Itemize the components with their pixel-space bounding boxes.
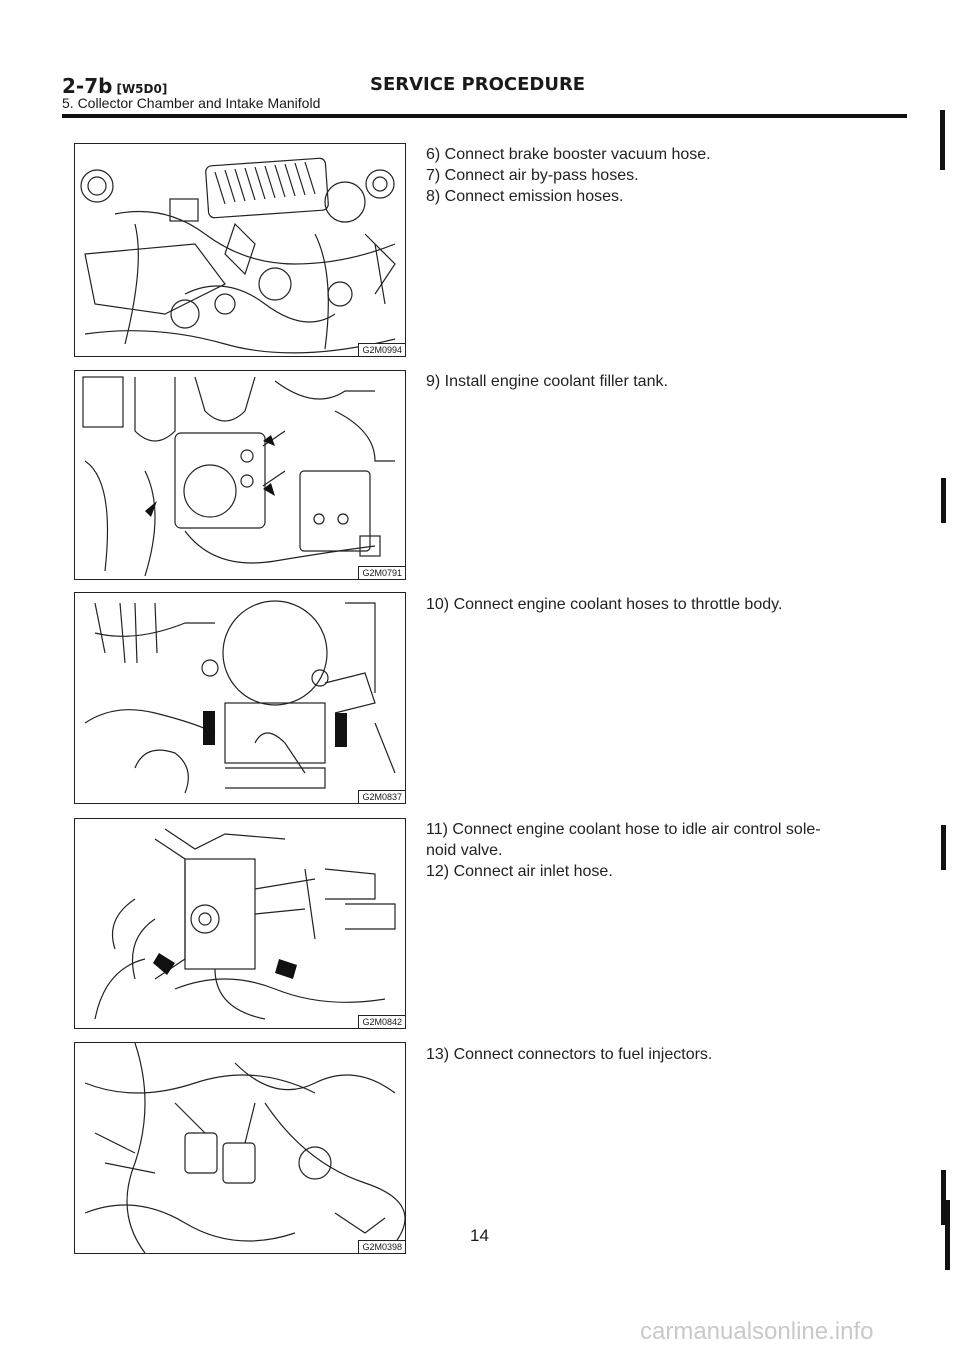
step-7: 7) Connect air by-pass hoses. xyxy=(426,167,639,184)
figure-id: G2M0837 xyxy=(358,790,405,803)
header-rule xyxy=(62,114,907,118)
section-code: [W5D0] xyxy=(116,82,168,96)
scan-edge-mark xyxy=(941,1170,946,1225)
step-11-continued: noid valve. xyxy=(426,842,503,859)
engine-bay-illustration xyxy=(80,157,396,354)
figure-id: G2M0791 xyxy=(358,566,405,579)
figure-id: G2M0842 xyxy=(358,1015,405,1028)
watermark: carmanualsonline.info xyxy=(640,1318,874,1345)
step-10: 10) Connect engine coolant hoses to thro… xyxy=(426,596,783,613)
figure-id: G2M0398 xyxy=(358,1240,405,1253)
step-6: 6) Connect brake booster vacuum hose. xyxy=(426,146,711,163)
figure-coolant-filler-tank: G2M0791 xyxy=(74,370,406,580)
step-13: 13) Connect connectors to fuel injectors… xyxy=(426,1046,713,1063)
step-8: 8) Connect emission hoses. xyxy=(426,188,624,205)
scan-edge-mark xyxy=(941,478,946,523)
idle-air-valve-illustration xyxy=(94,828,396,1020)
scan-edge-mark xyxy=(941,825,946,870)
section-number: 2-7b[W5D0] xyxy=(62,74,168,98)
step-block-13: 13) Connect connectors to fuel injectors… xyxy=(426,1044,911,1065)
scan-edge-mark xyxy=(945,1200,950,1270)
throttle-body-illustration xyxy=(84,600,396,794)
page-subtitle: 5. Collector Chamber and Intake Manifold xyxy=(62,95,321,111)
step-block-6-8: 6) Connect brake booster vacuum hose. 7)… xyxy=(426,144,911,207)
step-block-9: 9) Install engine coolant filler tank. xyxy=(426,371,911,392)
page-title: SERVICE PROCEDURE xyxy=(370,74,586,95)
step-block-11-12: 11) Connect engine coolant hose to idle … xyxy=(426,819,911,882)
step-11: 11) Connect engine coolant hose to idle … xyxy=(426,821,821,838)
scan-edge-mark xyxy=(940,110,945,170)
fuel-injector-illustration xyxy=(84,1043,405,1253)
step-block-10: 10) Connect engine coolant hoses to thro… xyxy=(426,594,911,615)
step-12: 12) Connect air inlet hose. xyxy=(426,863,613,880)
figure-throttle-body: G2M0837 xyxy=(74,592,406,804)
page-number: 14 xyxy=(470,1226,489,1245)
coolant-tank-illustration xyxy=(82,376,395,577)
figure-engine-bay: G2M0994 xyxy=(74,143,406,357)
figure-fuel-injector-connectors: G2M0398 xyxy=(74,1042,406,1254)
figure-idle-air-control-valve: G2M0842 xyxy=(74,818,406,1029)
step-9: 9) Install engine coolant filler tank. xyxy=(426,373,668,390)
figure-id: G2M0994 xyxy=(358,343,405,356)
